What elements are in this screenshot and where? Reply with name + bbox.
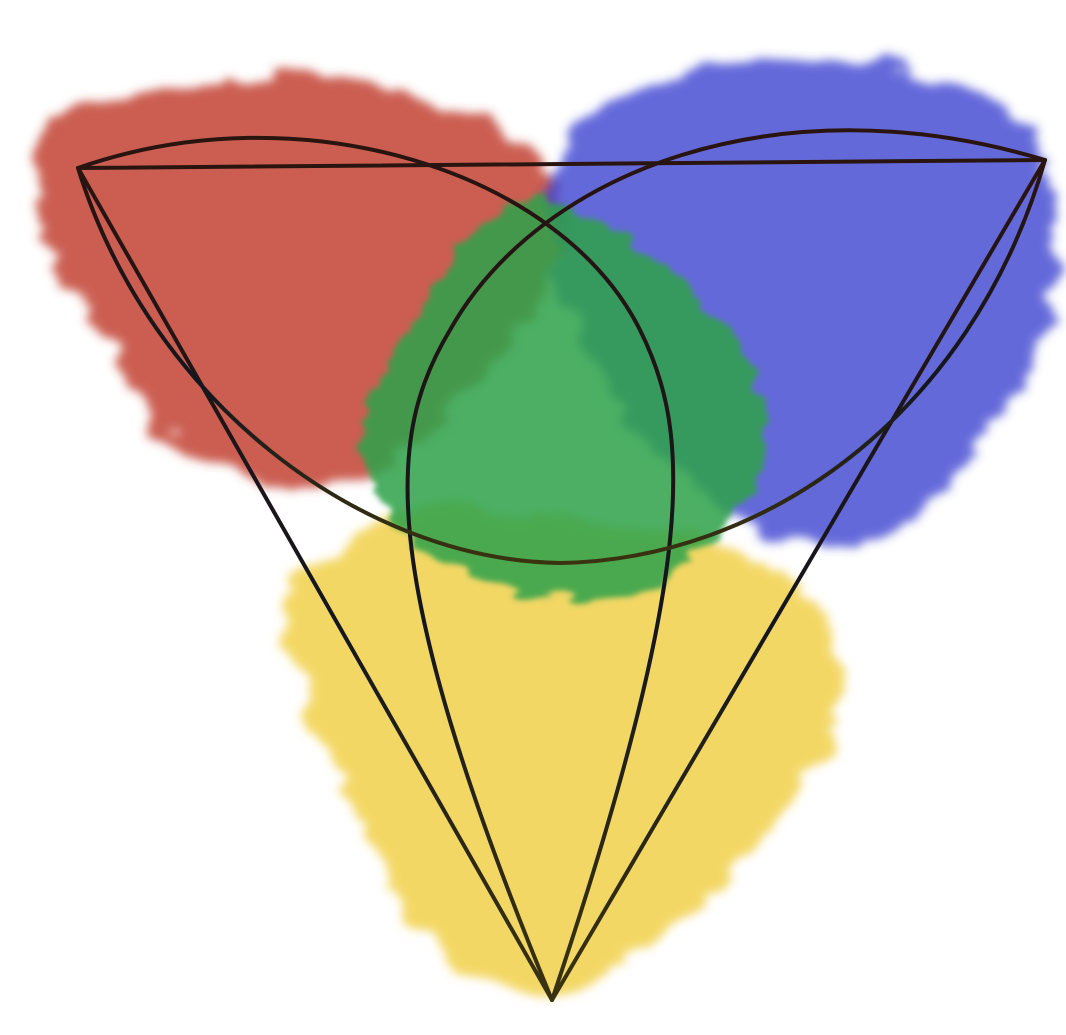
watercolor-triquetra-artwork: [0, 0, 1066, 1035]
